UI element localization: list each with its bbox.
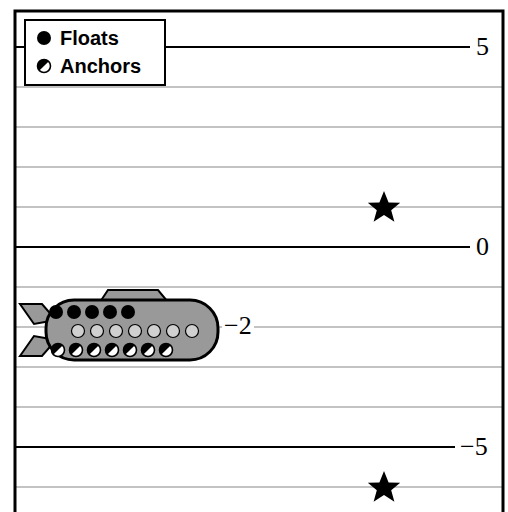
legend-label: Anchors bbox=[60, 56, 141, 76]
float-sample bbox=[37, 31, 51, 45]
axis-value: −5 bbox=[458, 434, 490, 460]
submarine bbox=[20, 290, 218, 360]
axis-value: 5 bbox=[474, 34, 491, 60]
axis-value: 0 bbox=[474, 234, 491, 260]
anchor-sample bbox=[37, 59, 50, 72]
star bbox=[368, 191, 400, 222]
axis-value: −2 bbox=[222, 313, 254, 339]
legend-label: Floats bbox=[60, 28, 119, 48]
legend-box bbox=[25, 20, 165, 85]
star bbox=[368, 471, 400, 502]
